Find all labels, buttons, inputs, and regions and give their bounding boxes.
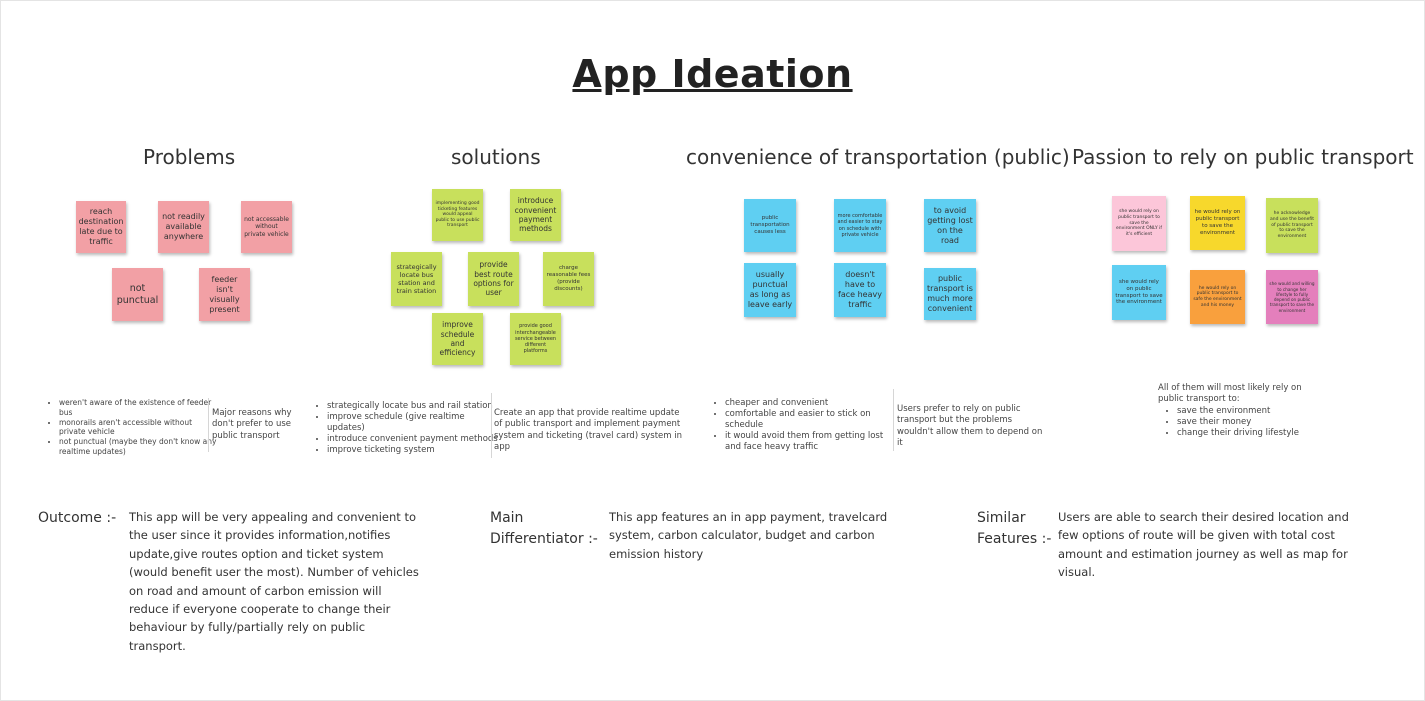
similar-features-label: Similar Features :- (977, 508, 1051, 550)
sticky-note[interactable]: strategically locate bus station and tra… (391, 252, 442, 306)
problems-summary-list: weren't aware of the existence of feeder… (48, 398, 219, 457)
outcome-label: Outcome :- (38, 510, 117, 526)
heading-solutions: solutions (451, 145, 541, 169)
similar-features-text: Users are able to search their desired l… (1058, 510, 1349, 580)
sticky-note[interactable]: not accessable without private vehicle (241, 201, 292, 253)
sticky-note[interactable]: to avoid getting lost on the road (924, 199, 976, 252)
convenience-summary-list: cheaper and convenient comfortable and e… (714, 398, 901, 453)
list-item: introduce convenient payment methods (327, 434, 499, 445)
sticky-note[interactable]: improve schedule and efficiency (432, 313, 483, 365)
page-title: App Ideation (572, 52, 853, 96)
list-item: save the environment (1177, 406, 1337, 417)
sticky-note[interactable]: public transportation causes less (744, 199, 796, 252)
sticky-note[interactable]: she would and willing to change her life… (1266, 270, 1318, 324)
differentiator-label-line: Main (490, 510, 524, 526)
sticky-note[interactable]: provide good interchangeable service bet… (510, 313, 561, 365)
list-item: cheaper and convenient (725, 398, 901, 409)
sticky-note[interactable]: he acknowledge and use the benefit of pu… (1266, 198, 1318, 253)
list-item: improve schedule (give realtime updates) (327, 412, 499, 434)
convenience-conclusion: Users prefer to rely on public transport… (897, 404, 1043, 449)
list-item: monorails aren't accessible without priv… (59, 418, 219, 438)
sticky-note[interactable]: more comfortable and easier to stay on s… (834, 199, 886, 252)
differentiator-label-line: Differentiator :- (490, 531, 598, 547)
outcome-text: This app will be very appealing and conv… (129, 510, 419, 653)
solutions-conclusion: Create an app that provide realtime upda… (494, 408, 683, 453)
list-item: not punctual (maybe they don't know any … (59, 437, 219, 457)
heading-passion: Passion to rely on public transport (1072, 145, 1414, 169)
sticky-note[interactable]: she would rely on public transport to sa… (1112, 196, 1166, 251)
sticky-note[interactable]: introduce convenient payment methods (510, 189, 561, 241)
sticky-note[interactable]: not readily available anywhere (158, 201, 209, 253)
sticky-note[interactable]: not punctual (112, 268, 163, 321)
list-item: improve ticketing system (327, 445, 499, 456)
sticky-note[interactable]: feeder isn't visually present (199, 268, 250, 321)
list-item: change their driving lifestyle (1177, 428, 1337, 439)
sticky-note[interactable]: usually punctual as long as leave early (744, 263, 796, 317)
heading-problems: Problems (143, 145, 236, 169)
sticky-note[interactable]: she would rely on public transport to sa… (1112, 265, 1166, 320)
passion-summary-list: save the environment save their money ch… (1166, 406, 1337, 439)
sticky-note[interactable]: charge reasonable fees (provide discount… (543, 252, 594, 306)
similar-features-label-line: Features :- (977, 531, 1052, 547)
similar-features-label-line: Similar (977, 510, 1026, 526)
divider (208, 398, 209, 452)
sticky-note[interactable]: he would rely on public transport to sav… (1190, 196, 1245, 250)
heading-convenience: convenience of transportation (public) (686, 145, 1070, 169)
sticky-note[interactable]: doesn't have to face heavy traffic (834, 263, 886, 317)
list-item: weren't aware of the existence of feeder… (59, 398, 219, 418)
sticky-note[interactable]: reach destination late due to traffic (76, 201, 126, 253)
sticky-note[interactable]: public transport is much more convenient (924, 268, 976, 320)
divider (491, 393, 492, 458)
sticky-note[interactable]: he would rely on public transport to saf… (1190, 270, 1245, 324)
divider (893, 389, 894, 451)
differentiator-label: Main Differentiator :- (490, 508, 598, 550)
differentiator-text: This app features an in app payment, tra… (609, 510, 888, 561)
list-item: strategically locate bus and rail statio… (327, 401, 499, 412)
sticky-note[interactable]: implementing good ticketing features wou… (432, 189, 483, 241)
sticky-note[interactable]: provide best route options for user (468, 252, 519, 306)
list-item: it would avoid them from getting lost an… (725, 431, 901, 453)
list-item: comfortable and easier to stick on sched… (725, 409, 901, 431)
passion-summary-intro: All of them will most likely rely on pub… (1158, 383, 1302, 405)
solutions-summary-list: strategically locate bus and rail statio… (316, 401, 499, 456)
problems-conclusion: Major reasons why don't prefer to use pu… (212, 408, 292, 441)
list-item: save their money (1177, 417, 1337, 428)
